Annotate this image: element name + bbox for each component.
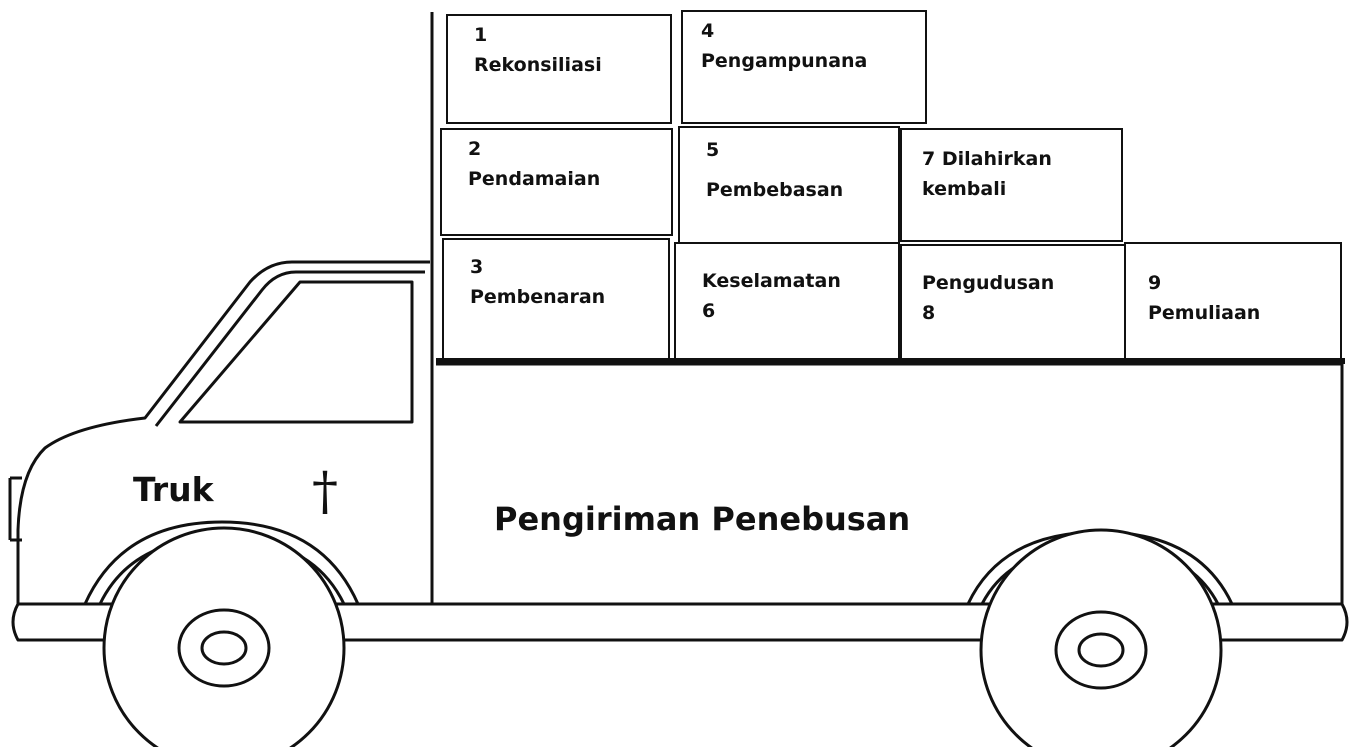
- box-pembebasan: 5 Pembebasan: [678, 126, 900, 244]
- rear-hub-outer: [177, 608, 271, 688]
- box-dilahirkan-kembali: 7 Dilahirkan kembali: [900, 128, 1123, 242]
- box-pengudusan: Pengudusan 8: [900, 244, 1126, 360]
- box-keselamatan: Keselamatan 6: [674, 242, 900, 360]
- box-pendamaian: 2 Pendamaian: [440, 128, 673, 236]
- rear-hub-inner: [200, 630, 248, 666]
- front-bumper: [8, 476, 22, 542]
- front-hub-inner: [1077, 632, 1125, 668]
- cross-icon: †: [312, 462, 338, 522]
- cab-label: Truk: [133, 470, 214, 509]
- box-pemuliaan: 9 Pemuliaan: [1124, 242, 1342, 360]
- cargo-label: Pengiriman Penebusan: [494, 500, 911, 538]
- cab-outline-inner: [154, 270, 425, 427]
- cab-window: [178, 280, 414, 424]
- rear-wheel: [102, 526, 346, 747]
- box-pembenaran: 3 Pembenaran: [442, 238, 670, 360]
- box-pengampunana: 4 Pengampunana: [681, 10, 927, 124]
- front-wheel: [979, 528, 1223, 747]
- chassis-rail: [11, 602, 1349, 642]
- rear-wheel-arch: [83, 520, 360, 605]
- front-hub-outer: [1054, 610, 1148, 690]
- box-rekonsiliasi: 1 Rekonsiliasi: [446, 14, 672, 124]
- cab-outline: [16, 260, 430, 604]
